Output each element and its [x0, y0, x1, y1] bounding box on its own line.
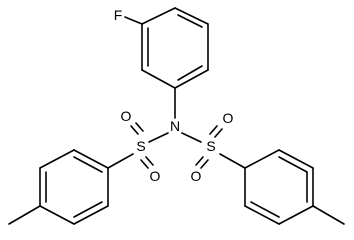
- atom-oxygen-left-bottom: O: [150, 168, 161, 184]
- ring-double-bond: [278, 156, 308, 173]
- ring-bond: [73, 149, 109, 169]
- ring-bond: [141, 69, 176, 89]
- n-s-right-bond: [181, 132, 202, 143]
- atom-oxygen-left-top: O: [121, 108, 132, 124]
- atom-fluorine: F: [114, 7, 123, 23]
- ring-bond: [174, 7, 209, 25]
- s-o-double-bond: [209, 125, 218, 135]
- atom-oxygen-right-bottom: O: [191, 168, 202, 184]
- s-o-double-bond: [214, 128, 223, 138]
- methyl-bond: [8, 205, 41, 225]
- structure-canvas: F N S S O O O O: [8, 7, 345, 225]
- s-c-bond: [219, 153, 246, 169]
- s-o-double-bond: [140, 159, 149, 169]
- atom-nitrogen: N: [170, 118, 180, 134]
- ring-double-bond: [177, 14, 203, 28]
- s-o-double-bond: [135, 122, 144, 132]
- fluorophenyl-ring: [124, 7, 209, 89]
- atom-sulfur-right: S: [206, 138, 215, 154]
- s-c-bond: [107, 153, 134, 169]
- left-sulfonyl-group: [107, 122, 154, 169]
- atom-oxygen-right-top: O: [223, 110, 234, 126]
- chemical-structure-diagram: F N S S O O O O: [8, 7, 345, 225]
- s-o-double-bond: [145, 156, 154, 166]
- left-tolyl-ring: [8, 149, 109, 225]
- c-f-bond: [124, 16, 143, 25]
- ring-double-bond: [177, 65, 203, 81]
- ring-double-bond: [250, 201, 280, 218]
- s-o-double-bond: [200, 159, 209, 169]
- right-tolyl-ring: [244, 149, 345, 225]
- ring-double-bond: [73, 201, 103, 218]
- ring-bond: [244, 149, 280, 169]
- ring-bond: [141, 7, 176, 25]
- ring-double-bond: [73, 156, 103, 173]
- ring-bond: [174, 69, 209, 89]
- ring-bond: [244, 205, 280, 225]
- s-o-double-bond: [195, 156, 204, 166]
- atom-sulfur-left: S: [136, 138, 145, 154]
- ring-bond: [73, 205, 109, 225]
- ring-bond: [278, 149, 314, 169]
- ring-bond: [39, 149, 75, 169]
- ring-bond: [278, 205, 314, 225]
- n-s-left-bond: [148, 132, 169, 143]
- s-o-double-bond: [130, 125, 139, 135]
- right-sulfonyl-group: [195, 125, 246, 169]
- ring-bond: [39, 205, 75, 225]
- methyl-bond: [312, 205, 345, 225]
